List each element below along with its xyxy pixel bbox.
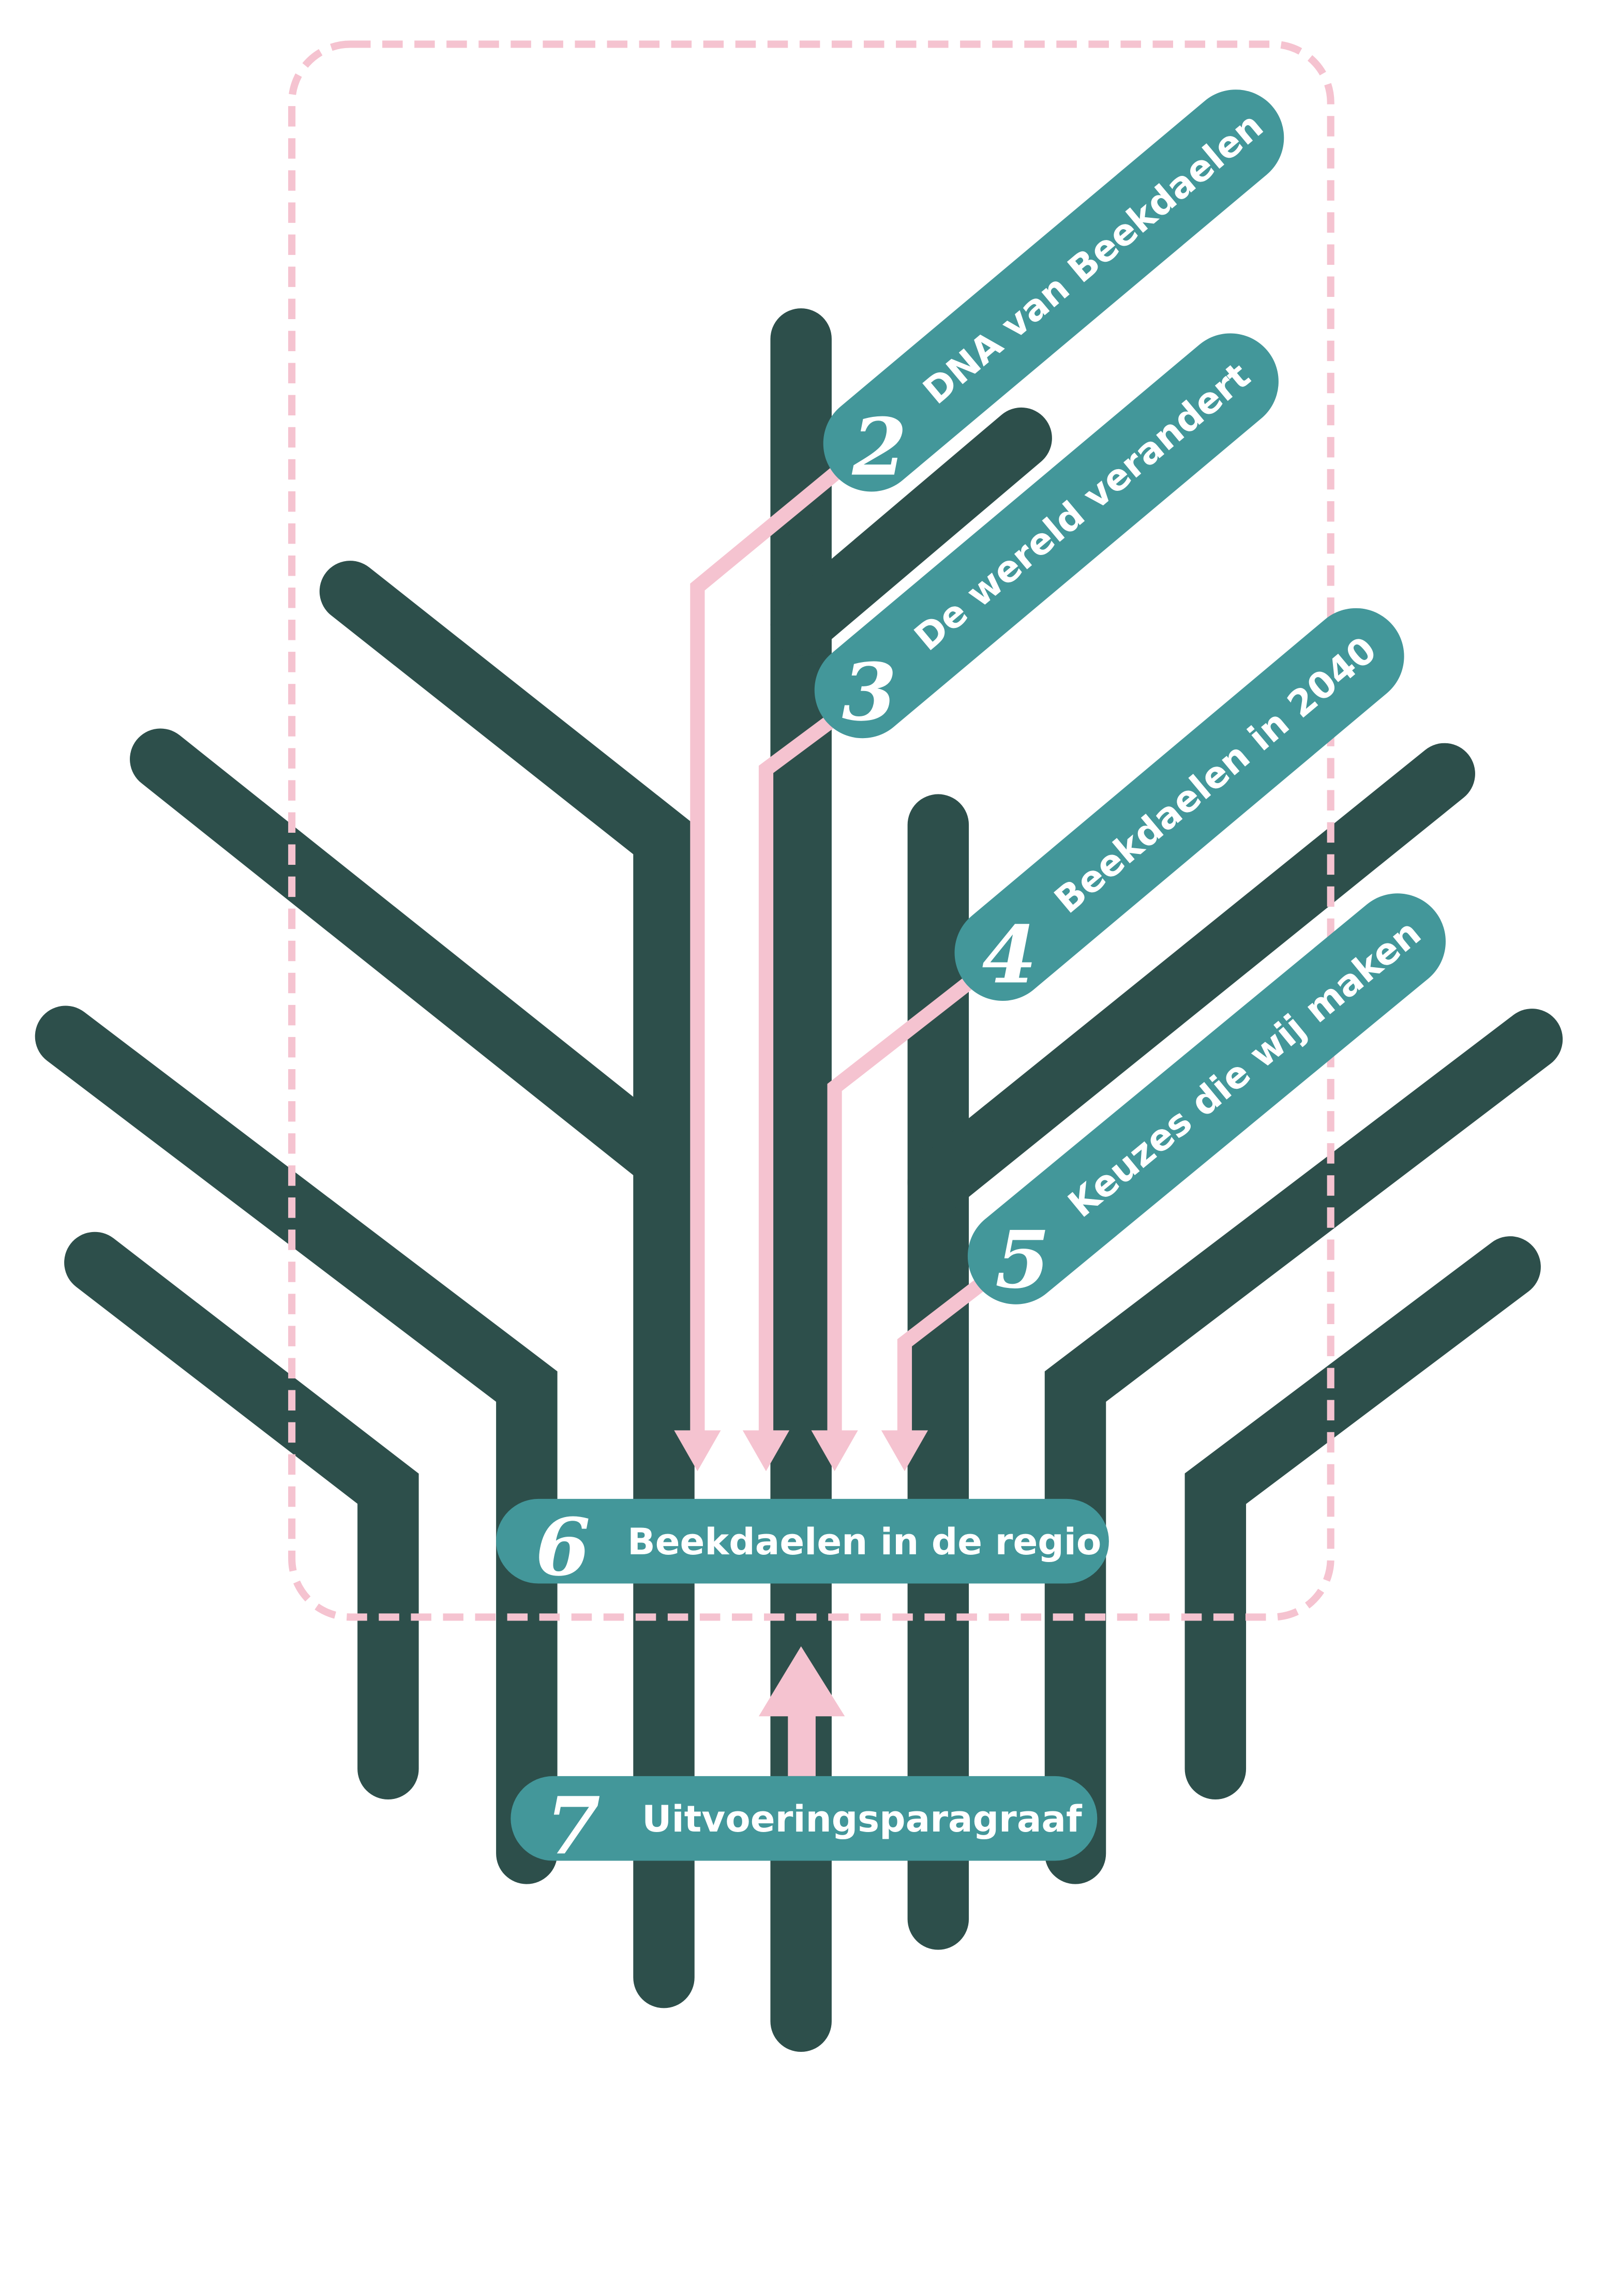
label-5-number: 5 <box>995 1213 1050 1306</box>
flow-arrows <box>674 464 985 1776</box>
branch-left-lower <box>130 728 695 1191</box>
label-7[interactable]: 7 Uitvoeringsparagraaf <box>511 1776 1098 1872</box>
trunk-outer-left <box>35 1006 558 1884</box>
branch-right-lower <box>907 743 1475 1213</box>
label-6-number: 6 <box>535 1501 590 1594</box>
flow-line-2 <box>690 464 844 1438</box>
label-6-text: Beekdaelen in de regio <box>627 1521 1101 1563</box>
flow-line-3 <box>758 716 833 1438</box>
label-6[interactable]: 6 Beekdaelen in de regio <box>496 1498 1109 1594</box>
dashed-frame <box>288 40 1334 1621</box>
arrowhead-down-icon <box>674 1430 721 1472</box>
label-7-number: 7 <box>546 1779 601 1872</box>
label-3-number: 3 <box>842 646 897 739</box>
label-4-number: 4 <box>982 908 1037 1001</box>
arrowhead-down-icon <box>811 1430 858 1472</box>
arrowhead-down-icon <box>881 1430 928 1472</box>
label-7-text: Uitvoeringsparagraaf <box>642 1798 1083 1840</box>
arrowhead-up-icon <box>758 1646 845 1717</box>
trunk-outer-right <box>1044 1009 1563 1884</box>
trunk-far-right <box>1184 1236 1541 1800</box>
flow-line-4 <box>827 972 980 1438</box>
branch-center-right <box>770 407 1052 656</box>
trunk-far-left <box>64 1232 419 1800</box>
label-2-number: 2 <box>851 401 907 493</box>
flow-line-5 <box>897 1279 985 1438</box>
flow-line-7 <box>788 1710 816 1776</box>
arrowhead-down-icon <box>742 1430 790 1472</box>
trunk-left <box>319 561 695 2008</box>
